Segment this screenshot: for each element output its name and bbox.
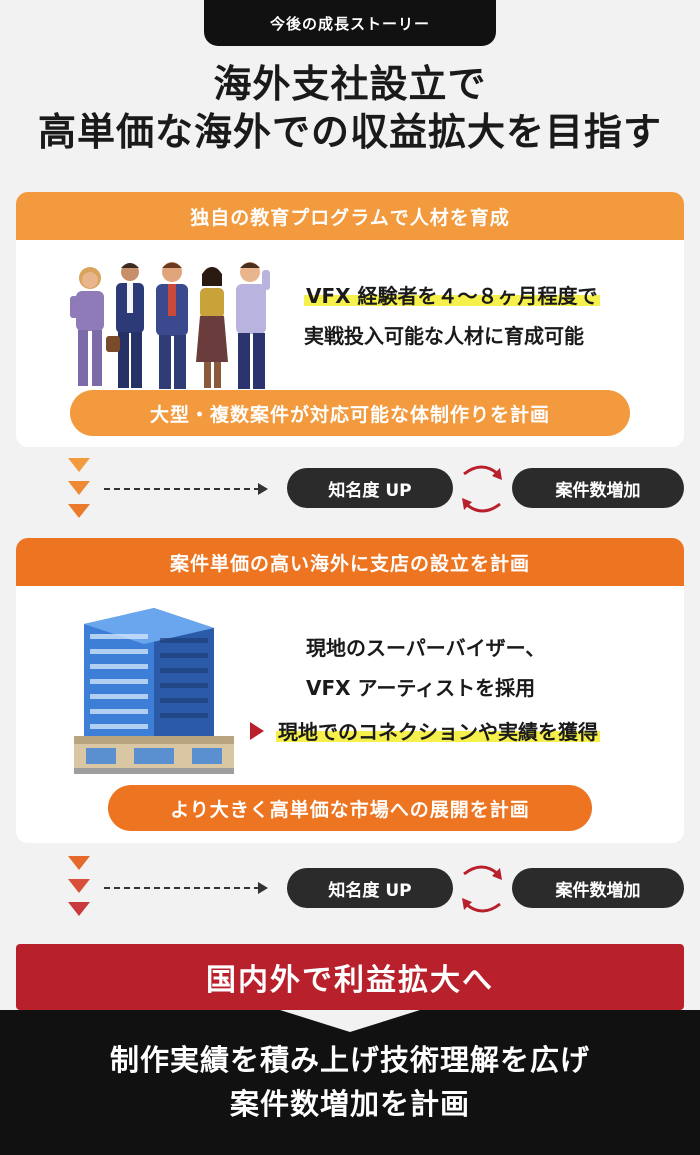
education-desc-line-1: VFX 経験者を４〜８ヶ月程度で — [304, 284, 600, 308]
cases-increase-pill: 案件数増加 — [512, 468, 684, 508]
section-education-header: 独自の教育プログラムで人材を育成 — [16, 192, 684, 240]
education-description: VFX 経験者を４〜８ヶ月程度で 実戦投入可能な人材に育成可能 — [304, 276, 600, 356]
cases-increase-pill-2: 案件数増加 — [512, 868, 684, 908]
overseas-desc-line-1: 現地のスーパーバイザー、 — [306, 636, 546, 660]
awareness-up-pill: 知名度 UP — [287, 468, 453, 508]
footer-line-2: 案件数増加を計画 — [229, 1087, 470, 1121]
person-3 — [156, 262, 188, 389]
person-4 — [196, 267, 228, 388]
footer-panel — [0, 1010, 700, 1155]
business-people-illustration — [70, 262, 270, 389]
down-arrows-2 — [68, 856, 90, 916]
cycle-arrows-icon-2 — [462, 865, 502, 913]
overseas-desc-line-2: VFX アーティストを採用 — [306, 676, 536, 700]
arrow-right-icon — [258, 483, 268, 495]
office-building-illustration — [74, 608, 234, 774]
dashed-connector-1 — [104, 488, 260, 490]
profit-banner: 国内外で利益拡大へ — [16, 944, 684, 1010]
dashed-connector-2 — [104, 887, 260, 889]
bullet-triangle-icon — [250, 722, 264, 740]
page-title: 海外支社設立で 高単価な海外での収益拡大を目指す — [0, 60, 700, 156]
footer-line-1: 制作実績を積み上げ技術理解を広げ — [109, 1043, 590, 1077]
arrow-right-icon-2 — [258, 882, 268, 894]
overseas-desc-highlight-wrap: 現地でのコネクションや実績を獲得 — [276, 712, 600, 752]
education-desc-line-2: 実戦投入可能な人材に育成可能 — [304, 324, 584, 348]
awareness-up-pill-2: 知名度 UP — [287, 868, 453, 908]
title-line-1: 海外支社設立で — [213, 62, 487, 106]
story-tag: 今後の成長ストーリー — [204, 0, 496, 46]
footer-text: 制作実績を積み上げ技術理解を広げ 案件数増加を計画 — [0, 1038, 700, 1126]
person-2 — [106, 263, 144, 388]
overseas-plan-pill: より大きく高単価な市場への展開を計画 — [108, 785, 592, 831]
down-arrows-1 — [68, 458, 90, 518]
overseas-desc-line-3: 現地でのコネクションや実績を獲得 — [276, 720, 600, 744]
education-plan-pill: 大型・複数案件が対応可能な体制作りを計画 — [70, 390, 630, 436]
title-line-2: 高単価な海外での収益拡大を目指す — [37, 110, 662, 154]
footer-notch — [280, 1010, 420, 1032]
overseas-description: 現地のスーパーバイザー、 VFX アーティストを採用 — [306, 628, 545, 708]
section-overseas-header: 案件単価の高い海外に支店の設立を計画 — [16, 538, 684, 586]
person-5 — [236, 262, 270, 389]
cycle-arrows-icon — [462, 465, 502, 513]
person-1 — [70, 267, 104, 386]
